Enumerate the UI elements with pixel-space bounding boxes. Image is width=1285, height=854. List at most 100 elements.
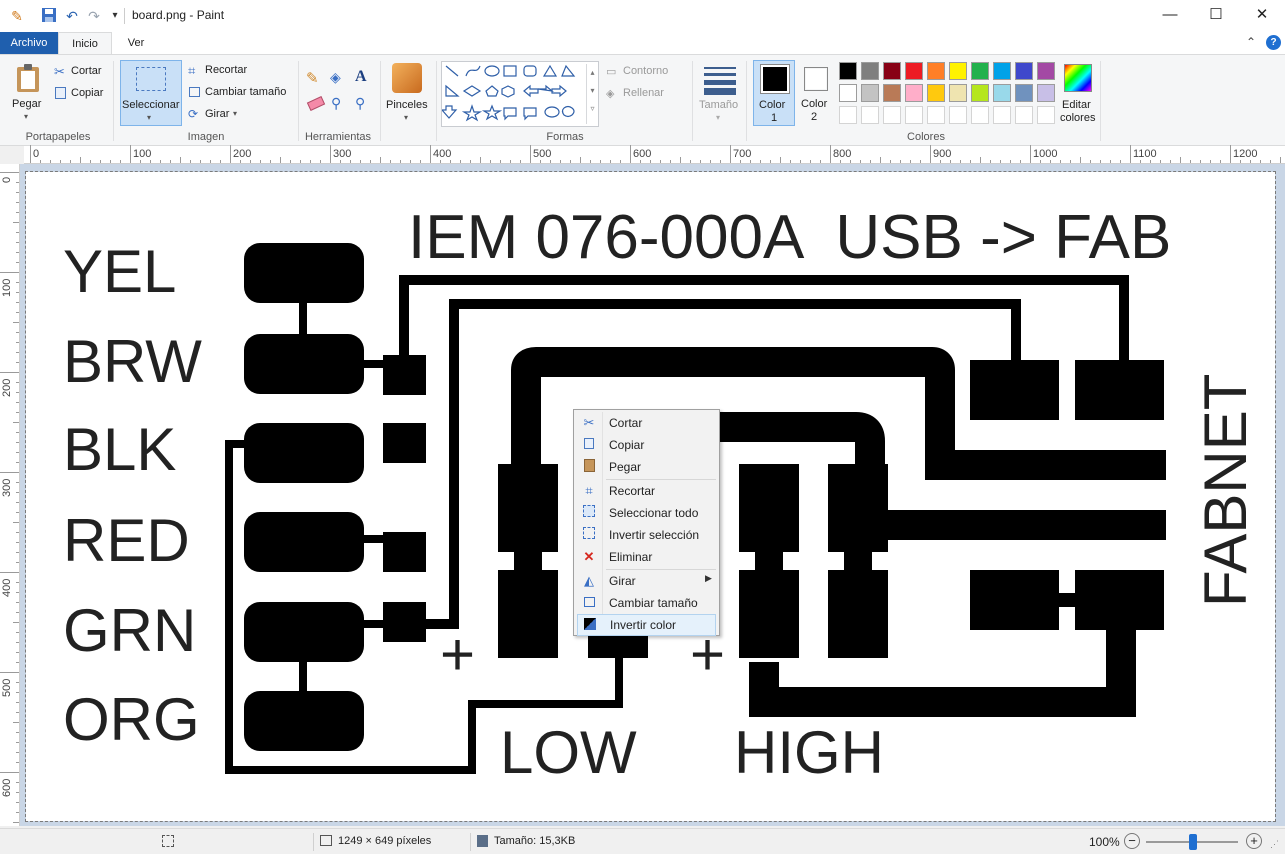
palette-swatch[interactable] (1015, 84, 1033, 102)
menu-item-invertir-color[interactable]: Invertir color (577, 614, 716, 636)
palette-swatch[interactable] (971, 62, 989, 80)
menu-item-seleccionar-todo[interactable]: Seleccionar todo (577, 502, 716, 524)
tab-ver[interactable]: Ver (127, 37, 145, 49)
ruler-tick (80, 157, 81, 163)
custom-color-slot[interactable] (993, 106, 1011, 124)
ruler-tick (90, 160, 91, 163)
maximize-button[interactable]: ☐ (1209, 6, 1223, 23)
shapes-gallery[interactable]: ▴▾▿ (440, 61, 599, 127)
text-tool-icon[interactable]: A (355, 68, 367, 85)
minimize-button[interactable]: — (1162, 6, 1178, 23)
chevron-down-icon: ▾ (233, 109, 238, 118)
seleccionar-button[interactable]: Seleccionar ▾ (120, 60, 182, 126)
ruler-tick (1190, 160, 1191, 163)
palette-swatch[interactable] (905, 84, 923, 102)
palette-swatch[interactable] (1037, 62, 1055, 80)
menu-item-copiar[interactable]: Copiar (577, 434, 716, 456)
palette-swatch[interactable] (993, 62, 1011, 80)
custom-color-slot[interactable] (861, 106, 879, 124)
palette-swatch[interactable] (839, 84, 857, 102)
magnifier-icon[interactable]: ⚲ (355, 95, 366, 111)
paint-app-icon[interactable]: ✎ (11, 8, 23, 24)
palette-swatch[interactable] (1015, 62, 1033, 80)
cortar-button[interactable]: ✂ Cortar (54, 64, 114, 82)
ruler-tick (1040, 160, 1041, 163)
redo-icon[interactable]: ↷ (88, 8, 100, 24)
custom-color-slot[interactable] (949, 106, 967, 124)
ruler-tick (16, 682, 19, 683)
group-separator (298, 61, 299, 141)
palette-swatch[interactable] (839, 62, 857, 80)
palette-swatch[interactable] (949, 62, 967, 80)
ruler-tick (16, 402, 19, 403)
ribbon-tabs: Archivo Inicio Ver ⌃ ? (0, 32, 1285, 55)
palette-swatch[interactable] (993, 84, 1011, 102)
custom-color-slot[interactable] (883, 106, 901, 124)
fill-bucket-icon[interactable]: ◈ (330, 69, 341, 85)
ruler-tick (390, 160, 391, 163)
custom-color-slot[interactable] (927, 106, 945, 124)
customize-quick-access-icon[interactable]: ▾ (112, 10, 118, 21)
eraser-icon[interactable] (306, 96, 326, 111)
color-picker-icon[interactable]: ⚲ (331, 95, 342, 111)
contorno-button[interactable]: ▭ Contorno (606, 64, 686, 82)
shapes-scroll[interactable]: ▴▾▿ (586, 64, 598, 124)
menu-item-eliminar[interactable]: ✕ Eliminar (577, 546, 716, 568)
custom-color-slot[interactable] (1015, 106, 1033, 124)
menu-item-invertir-seleccion[interactable]: Invertir selección (577, 524, 716, 546)
palette-swatch[interactable] (861, 84, 879, 102)
ruler-label: 400 (1, 578, 13, 597)
palette-swatch[interactable] (971, 84, 989, 102)
close-button[interactable]: ✕ (1255, 6, 1269, 23)
ruler-tick (870, 160, 871, 163)
color2-frame (804, 67, 828, 91)
zoom-out-button[interactable]: − (1124, 833, 1140, 849)
pegar-button[interactable]: Pegar ▾ (10, 61, 46, 121)
palette-swatch[interactable] (949, 84, 967, 102)
zoom-in-button[interactable]: + (1246, 833, 1262, 849)
recortar-button[interactable]: ⌗ Recortar (188, 63, 288, 81)
ruler-tick (510, 160, 511, 163)
ruler-tick (270, 160, 271, 163)
tab-inicio[interactable]: Inicio (58, 32, 112, 55)
palette-swatch[interactable] (861, 62, 879, 80)
pencil-icon[interactable]: ✎ (306, 70, 319, 87)
editar-colores-button[interactable]: Editar colores (1060, 61, 1096, 127)
pinceles-button[interactable]: Pinceles ▾ (385, 61, 431, 127)
copiar-button[interactable]: Copiar (54, 86, 114, 104)
save-icon[interactable] (40, 7, 58, 25)
wire-label-org: ORG (63, 686, 200, 753)
menu-item-cortar[interactable]: ✂ Cortar (577, 412, 716, 434)
custom-color-slot[interactable] (1037, 106, 1055, 124)
palette-swatch[interactable] (883, 62, 901, 80)
palette-swatch[interactable] (927, 84, 945, 102)
color2-button[interactable]: Color 2 (798, 60, 832, 126)
custom-color-slot[interactable] (905, 106, 923, 124)
cambiar-tamano-button[interactable]: Cambiar tamaño (188, 85, 296, 103)
canvas[interactable]: IEM 076-000A USB -> FAB YEL BRW BLK RED … (26, 172, 1275, 821)
rellenar-button[interactable]: ◈ Rellenar (606, 86, 686, 104)
palette-swatch[interactable] (927, 62, 945, 80)
disk-icon (477, 835, 488, 847)
color1-button[interactable]: Color 1 (753, 60, 795, 126)
menu-item-recortar[interactable]: ⌗ Recortar (577, 480, 716, 502)
tamano-button[interactable]: Tamaño ▾ (698, 61, 742, 127)
custom-color-slot[interactable] (971, 106, 989, 124)
collapse-ribbon-icon[interactable]: ⌃ (1246, 35, 1257, 49)
zoom-slider-thumb[interactable] (1189, 834, 1197, 850)
tab-archivo[interactable]: Archivo (0, 32, 58, 54)
ruler-tick (790, 160, 791, 163)
custom-color-slot[interactable] (839, 106, 857, 124)
menu-item-cambiar-tamano[interactable]: Cambiar tamaño (577, 592, 716, 614)
menu-item-pegar[interactable]: Pegar (577, 456, 716, 478)
help-icon[interactable]: ? (1266, 35, 1281, 50)
menu-item-girar[interactable]: ◭ Girar ▶ (577, 570, 716, 592)
palette-swatch[interactable] (1037, 84, 1055, 102)
undo-icon[interactable]: ↶ (66, 8, 78, 24)
palette-swatch[interactable] (905, 62, 923, 80)
selection-icon (136, 67, 166, 91)
palette-swatch[interactable] (883, 84, 901, 102)
ruler-tick (1150, 160, 1151, 163)
ruler-tick (1110, 160, 1111, 163)
girar-button[interactable]: ⟳ Girar ▾ (188, 107, 248, 125)
